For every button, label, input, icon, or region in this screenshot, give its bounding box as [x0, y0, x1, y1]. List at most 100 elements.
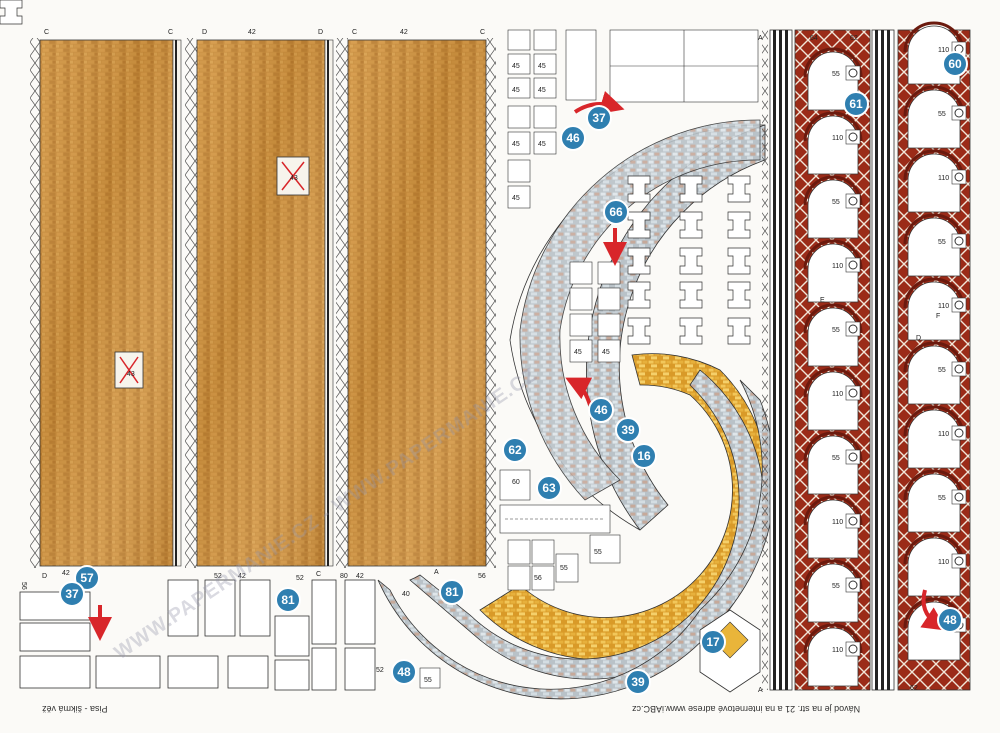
part-badge-37: 37: [586, 105, 612, 131]
part-badge-number: 39: [621, 423, 635, 437]
h-tab: [727, 175, 751, 203]
part-badge-number: 48: [397, 665, 411, 679]
tab-mark: [848, 516, 858, 526]
ref-62-bottom: 62: [910, 685, 918, 692]
tab-box: [845, 641, 861, 657]
tab-label: 110: [832, 135, 843, 142]
tab-box: [845, 513, 861, 529]
tab-mark: [954, 492, 964, 502]
ref-62-top: 62: [850, 35, 858, 42]
part-badge-circle: [74, 565, 100, 591]
wall-2-top-ref: 42: [248, 29, 256, 36]
wall-2-bottom-a: 52: [214, 573, 222, 580]
letter-a-arc: A: [434, 569, 439, 576]
part-badge-48: 48: [937, 607, 963, 633]
footer-left: Pisa - šikmá věž: [42, 704, 108, 714]
tab-box: [951, 425, 967, 441]
part-badge-46: 46: [560, 125, 586, 151]
part-badge-circle: [560, 125, 586, 151]
wall-2-bottom-c: 52: [296, 575, 304, 582]
tab-box: [845, 65, 861, 81]
tab-label: 110: [832, 647, 843, 654]
part-badge-number: 39: [631, 675, 645, 689]
part-badge-number: 62: [508, 443, 522, 457]
part-badge-circle: [631, 443, 657, 469]
arch-ring: [903, 149, 965, 181]
part-badge-number: 81: [281, 593, 295, 607]
part-badge-circle: [625, 669, 651, 695]
tab-45-h: 45: [574, 349, 582, 356]
window-ref-1: 43: [127, 371, 135, 378]
tab-box: [951, 297, 967, 313]
arch-opening: [807, 371, 859, 431]
tab-label: 55: [938, 367, 946, 374]
tab-label: 55: [938, 111, 946, 118]
arch-ring: [903, 341, 965, 373]
part-badge-57: 57: [74, 565, 100, 591]
tab-mark: [848, 644, 858, 654]
h-tab: [679, 247, 703, 275]
part-badge-number: 57: [80, 571, 94, 585]
part-badge-circle: [59, 581, 85, 607]
tab-box: [845, 577, 861, 593]
part-badge-circle: [391, 659, 417, 685]
arch-ring: [903, 469, 965, 501]
letter-f: F: [936, 313, 940, 320]
tab-56: 56: [534, 575, 542, 582]
arch-opening: [807, 243, 859, 303]
tab-box: [845, 193, 861, 209]
tab-label: 55: [832, 199, 840, 206]
tab-label: 110: [938, 303, 949, 310]
tab-45-b: 45: [538, 63, 546, 70]
tab-box: [951, 105, 967, 121]
h-tab: [727, 281, 751, 309]
tab-mark: [848, 580, 858, 590]
arch-opening: [807, 115, 859, 175]
h-tab: [679, 211, 703, 239]
tab-box: [951, 361, 967, 377]
arch-ring: [803, 431, 863, 462]
arch-ring: [803, 303, 863, 334]
arch-opening: [807, 499, 859, 559]
tab-box: [951, 489, 967, 505]
wall-1-bottom-c: D: [42, 573, 47, 580]
part-badge-circle: [536, 475, 562, 501]
tab-mark: [848, 132, 858, 142]
tab-mark: [954, 364, 964, 374]
tab-box: [951, 169, 967, 185]
arch-ring: [903, 277, 965, 309]
tab-mark: [954, 300, 964, 310]
h-tab: [679, 317, 703, 345]
part-badge-81: 81: [439, 579, 465, 605]
h-tab: [727, 317, 751, 345]
tab-label: 55: [832, 327, 840, 334]
h-tab: [627, 175, 651, 203]
h-tab: [727, 211, 751, 239]
part-badge-number: 37: [65, 587, 79, 601]
part-badge-number: 61: [849, 97, 863, 111]
h-tab-grid: [0, 0, 23, 25]
part-badge-circle: [275, 587, 301, 613]
part-badge-number: 60: [948, 57, 962, 71]
tab-column-45: [569, 261, 621, 363]
part-badge-46: 46: [588, 397, 614, 423]
part-badge-39: 39: [615, 417, 641, 443]
tab-label: 110: [832, 263, 843, 270]
arrows: [88, 91, 947, 641]
arch-opening: [807, 179, 859, 239]
part-badge-66: 66: [603, 199, 629, 225]
wall-panel-3: [336, 38, 496, 568]
part-badge-number: 48: [943, 613, 957, 627]
part-badge-number: 46: [594, 403, 608, 417]
ref-64-top: 64: [810, 35, 818, 42]
wall-1-bottom-a: 56: [20, 582, 27, 590]
arch-ring: [803, 239, 863, 270]
tab-box: [845, 385, 861, 401]
window-hole: [114, 351, 144, 389]
h-tab: [679, 281, 703, 309]
h-tab: [627, 317, 651, 345]
part-badge-62: 62: [502, 437, 528, 463]
h-tab: [627, 247, 651, 275]
tab-label: 110: [938, 431, 949, 438]
